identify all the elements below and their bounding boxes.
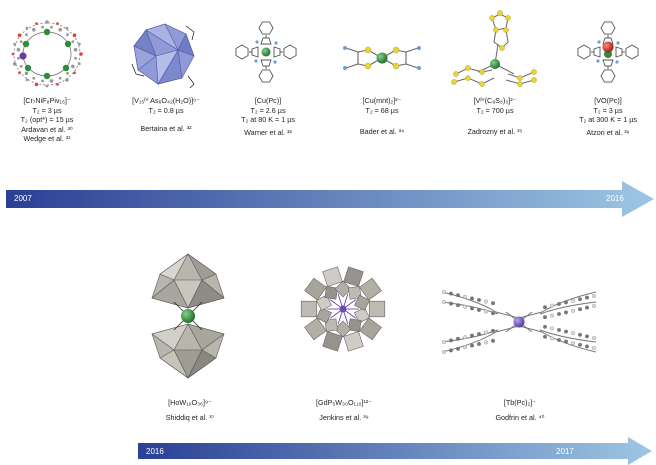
formula-label: [Cu(Pc)]: [254, 96, 282, 105]
cr7ni-ring-molecule: [11, 20, 83, 88]
v15-polyoxometalate-cluster: [131, 23, 195, 89]
reference-label: Godfrin et al. ⁴⁰: [495, 412, 545, 422]
entry-caption-tbpc2: [Tb(Pc)₂]⁻ Godfrin et al. ⁴⁰: [480, 398, 560, 422]
end-year-label: 2017: [556, 447, 574, 456]
copper-phthalocyanine-molecule: [235, 21, 297, 83]
reference-label: Bertaina et al. ³²: [140, 124, 192, 134]
entry-caption-gdp5w30: [GdP₅W₃₀O₁₁₀]¹²⁻ Jenkins et al. ³⁹: [296, 398, 392, 422]
entry-caption-vopc: [VO(Pc)] T₂ = 3 µs T₂ at 300 K = 1 µs At…: [566, 96, 650, 137]
timeline-arrow-bottom: [138, 437, 652, 465]
t2-value: T₂ = 3 µs: [593, 105, 623, 115]
formula-label: [VO(Pc)]: [594, 96, 622, 105]
reference-label: Bader et al. ³⁴: [359, 127, 405, 137]
copper-mnt-molecule: [343, 46, 421, 70]
formula-label: [Tb(Pc)₂]⁻: [503, 398, 537, 407]
reference-label: Atzori et al. ³⁶: [586, 127, 630, 137]
formula-label: [Cr₇NiF₈Piv₁₆]⁻: [23, 96, 71, 105]
formula-label: [Cu(mnt)₂]²⁻: [362, 96, 402, 105]
formula-label: [Vᴵⱽ(C₈S₈)₃]²⁻: [473, 96, 517, 105]
reference-label: Warner et al. ³³: [244, 127, 292, 137]
t2-value: T₂ = 0.8 µs: [148, 105, 184, 115]
timeline-arrow-top: [6, 181, 654, 217]
entry-caption-cupc: [Cu(Pc)] T₂ = 2.6 µs T₂ at 80 K = 1 µs W…: [228, 96, 308, 137]
t2-value: T₂ at 300 K = 1 µs: [579, 115, 637, 125]
t2-value: T₂ = 2.6 µs: [250, 105, 286, 115]
entry-caption-cr7ni: [Cr₇NiF₈Piv₁₆]⁻ T₂ = 3 µs T₂ (opt*) = 15…: [8, 96, 86, 144]
entry-caption-vc8s8: [Vᴵⱽ(C₈S₈)₃]²⁻ T₂ = 700 µs Zadrozny et a…: [452, 96, 538, 137]
terbium-double-decker-molecule: [441, 290, 597, 354]
t2-value: T₂ at 80 K = 1 µs: [241, 115, 295, 125]
end-year-label: 2016: [606, 194, 624, 203]
formula-label: [HoW₁₀O₃₆]⁹⁻: [168, 398, 212, 407]
start-year-label: 2016: [146, 447, 164, 456]
vanadyl-phthalocyanine-molecule: [577, 21, 639, 83]
reference-label: Ardavan et al. ³⁰: [21, 124, 73, 134]
t2-value: T₂ = 68 µs: [365, 105, 399, 115]
reference-label: Shiddiq et al. ³⁷: [165, 412, 215, 422]
reference-label: Zadrozny et al. ³⁵: [467, 127, 523, 137]
formula-label: [GdP₅W₃₀O₁₁₀]¹²⁻: [316, 398, 372, 407]
reference-label: Wedge et al. ³¹: [23, 134, 71, 144]
entry-caption-v15: [V₁₅ᴵⱽ As₆O₄₂(H₂O)]⁶⁻ T₂ = 0.8 µs Bertai…: [118, 96, 214, 134]
formula-label: [V₁₅ᴵⱽ As₆O₄₂(H₂O)]⁶⁻: [132, 96, 200, 105]
entry-caption-howo: [HoW₁₀O₃₆]⁹⁻ Shiddiq et al. ³⁷: [150, 398, 230, 422]
t2-value: T₂ = 3 µs: [32, 105, 62, 115]
howo-polyoxometalate-molecule: [151, 253, 225, 379]
start-year-label: 2007: [14, 194, 32, 203]
entry-caption-cumnt: [Cu(mnt)₂]²⁻ T₂ = 68 µs Bader et al. ³⁴: [342, 96, 422, 137]
vanadium-dithiolene-molecule: [451, 10, 537, 87]
reference-label: Jenkins et al. ³⁹: [319, 412, 369, 422]
t2-value: T₂ = 700 µs: [476, 105, 514, 115]
t2-value: T₂ (opt*) = 15 µs: [20, 115, 74, 125]
gd-preyssler-polyoxometalate-molecule: [300, 266, 386, 352]
